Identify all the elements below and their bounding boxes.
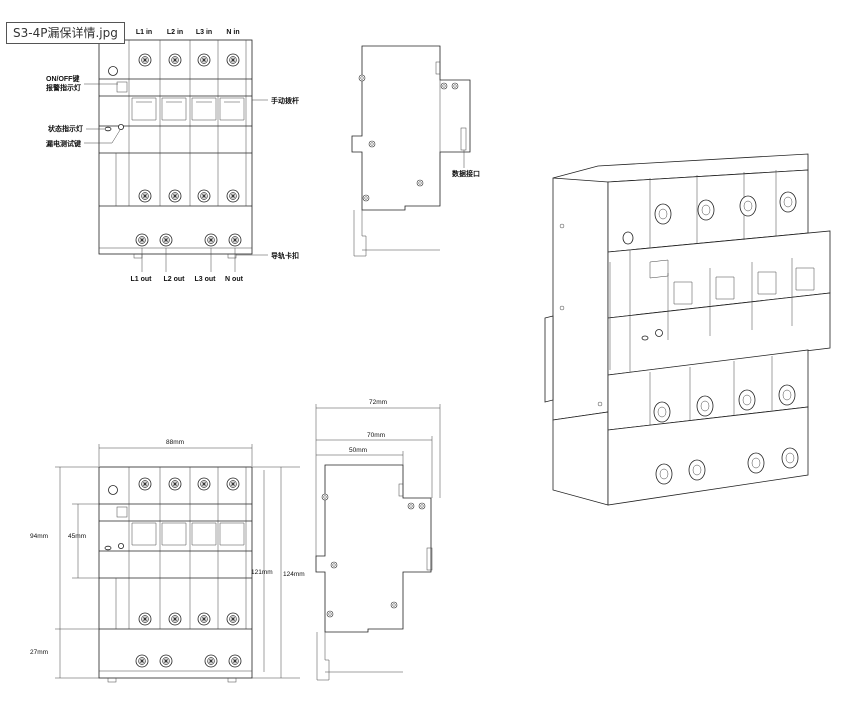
label-status-light: 状态指示灯 — [48, 124, 83, 133]
label-manual-lever: 手动拨杆 — [271, 96, 299, 105]
label-l2-out: L2 out — [164, 276, 186, 283]
label-l1-out: L1 out — [131, 276, 153, 283]
side-view-top — [351, 45, 471, 257]
label-leakage-test-key: 漏电测试键 — [46, 139, 81, 148]
dim-depth-50: 50mm — [349, 447, 367, 454]
dim-height-45: 45mm — [68, 533, 86, 540]
label-l3-out: L3 out — [195, 276, 217, 283]
label-l1-in: L1 in — [136, 29, 152, 36]
label-n-out: N out — [225, 276, 244, 283]
label-rail-clip: 导轨卡扣 — [271, 251, 299, 260]
label-alarm-light: 报警指示灯 — [46, 83, 81, 92]
label-l2-in: L2 in — [167, 29, 183, 36]
front-view-top — [98, 39, 253, 259]
label-n-in: N in — [226, 29, 239, 36]
dim-depth-70: 70mm — [367, 432, 385, 439]
label-on-off-key: ON/OFF键 — [46, 74, 79, 83]
dimension-lines-front — [55, 444, 300, 679]
dim-width-88: 88mm — [166, 439, 184, 446]
dim-height-124: 124mm — [283, 571, 305, 578]
file-name-tag: S3-4P漏保详情.jpg — [6, 22, 125, 44]
label-l3-in: L3 in — [196, 29, 212, 36]
side-view-bottom — [315, 464, 433, 681]
dim-height-121: 121mm — [251, 569, 273, 576]
dim-height-27: 27mm — [30, 649, 48, 656]
label-data-port: 数据接口 — [452, 169, 480, 178]
isometric-view — [544, 153, 831, 506]
dimension-lines-side — [315, 404, 441, 556]
dim-depth-72: 72mm — [369, 399, 387, 406]
dim-height-94: 94mm — [30, 533, 48, 540]
front-view-bottom — [98, 466, 253, 683]
